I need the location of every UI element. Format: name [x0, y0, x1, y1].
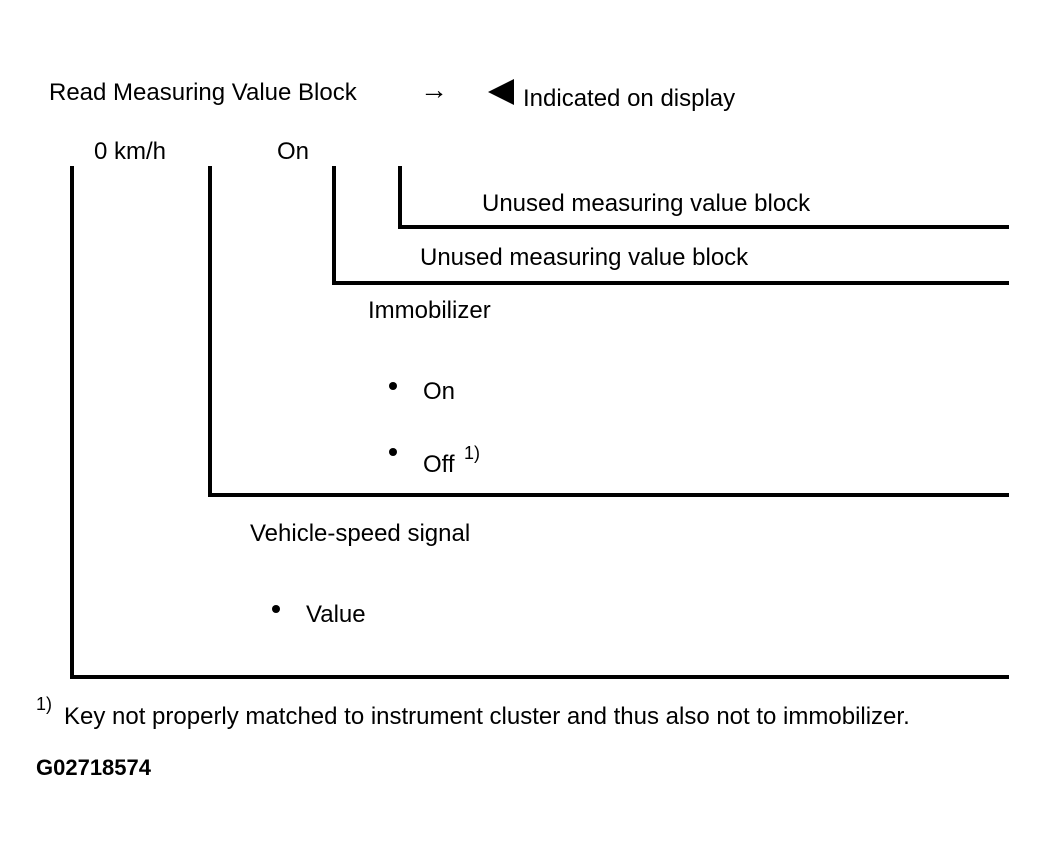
display-value-speed: 0 km/h: [94, 138, 167, 165]
field4-vertical-line: [398, 166, 402, 229]
field4-horizontal-line: [398, 225, 1009, 229]
footnote-marker: 1): [36, 694, 53, 714]
footnote-reference: 1): [464, 443, 481, 463]
immobilizer-option-on: On: [423, 378, 456, 405]
display-value-immobilizer: On: [277, 138, 310, 165]
left-pointing-triangle-icon: [488, 79, 514, 105]
bullet-icon: [389, 448, 397, 456]
bullet-icon: [389, 382, 397, 390]
field4-label: Unused measuring value block: [482, 190, 811, 217]
field3-horizontal-line: [332, 281, 1009, 285]
footnote-text: Key not properly matched to instrument c…: [64, 703, 910, 730]
indicator-label: Indicated on display: [523, 85, 736, 112]
bullet-icon: [272, 605, 280, 613]
field2-vertical-line: [208, 166, 212, 497]
vehicle-speed-title: Vehicle-speed signal: [250, 520, 471, 547]
immobilizer-option-off: Off: [423, 451, 455, 478]
field3-label: Unused measuring value block: [420, 244, 749, 271]
vehicle-speed-option-value: Value: [306, 601, 366, 628]
field3-vertical-line: [332, 166, 336, 285]
immobilizer-title: Immobilizer: [368, 297, 491, 324]
field2-horizontal-line: [208, 493, 1009, 497]
arrow-icon: →: [420, 74, 448, 105]
field1-horizontal-line: [70, 675, 1009, 679]
figure-id: G02718574: [36, 755, 151, 780]
field1-vertical-line: [70, 166, 74, 679]
header-title: Read Measuring Value Block: [49, 79, 357, 106]
